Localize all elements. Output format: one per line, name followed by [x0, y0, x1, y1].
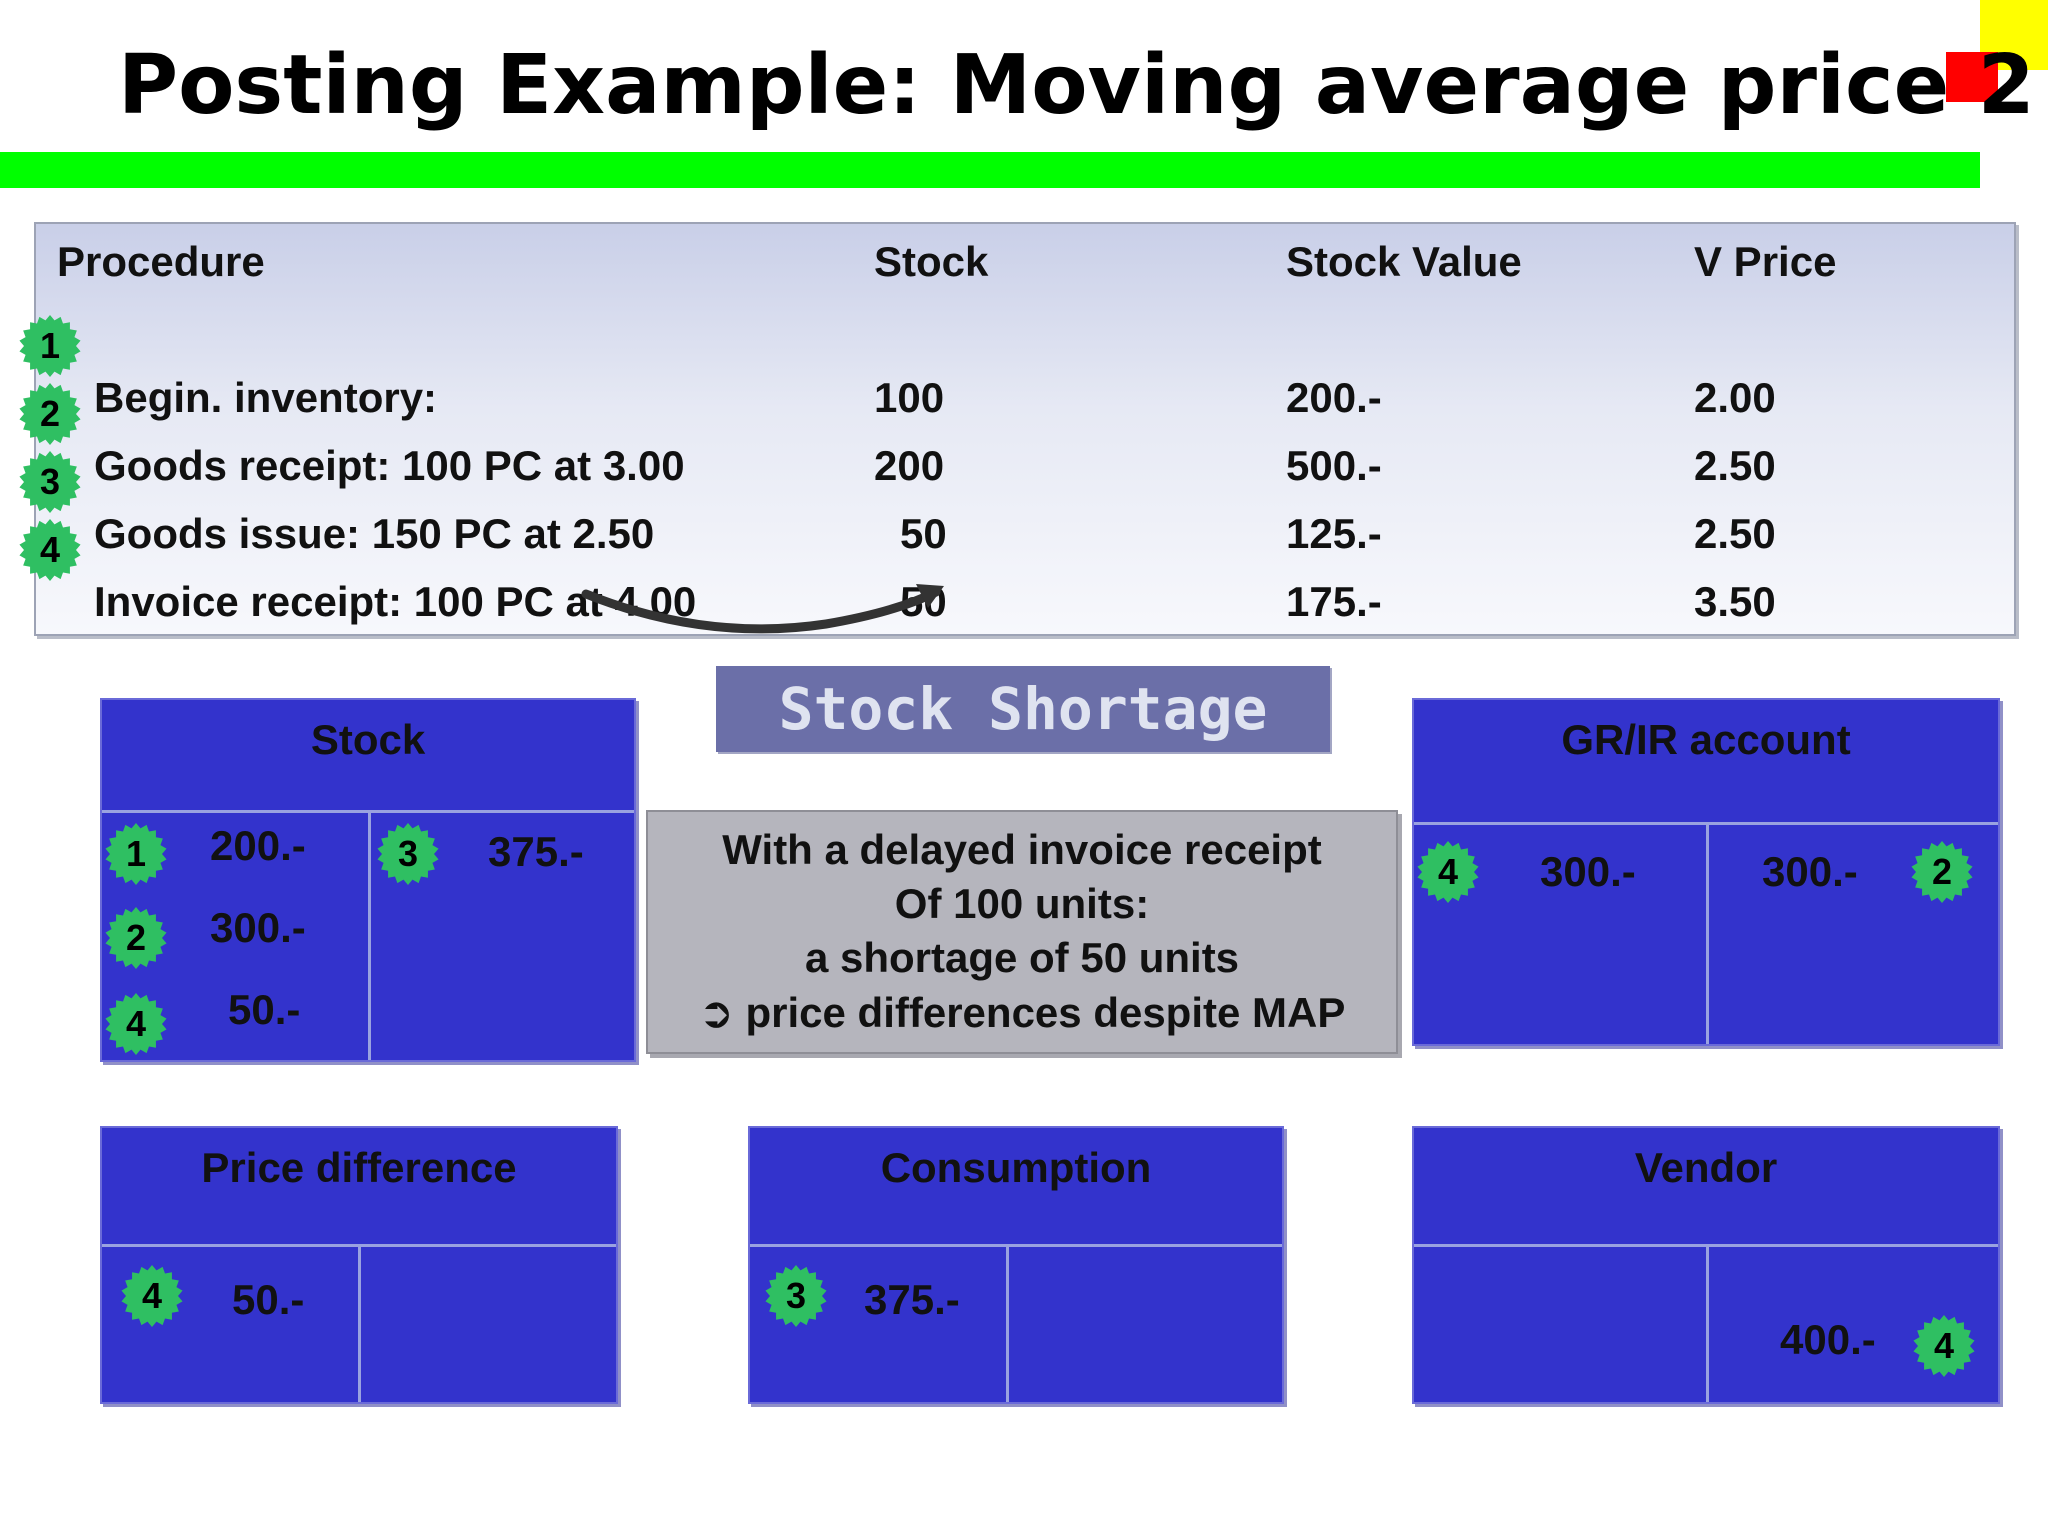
account-divider: [368, 810, 371, 1060]
step-badge: 4: [1912, 1314, 1976, 1378]
step-badge: 3: [764, 1264, 828, 1328]
credit-amount: 400.-: [1780, 1316, 1876, 1363]
account-title: Consumption: [880, 1144, 1152, 1191]
starburst-icon: [1913, 1315, 1975, 1377]
step-badge-4: 4: [18, 518, 82, 582]
account-vendor: Vendor 400.- 4: [1412, 1126, 2000, 1404]
debit-amount: 200.-: [210, 822, 306, 869]
account-consumption: Consumption 3 375.-: [748, 1126, 1284, 1404]
starburst-icon: [121, 1265, 183, 1327]
account-price-difference: Price difference 4 50.-: [100, 1126, 618, 1404]
row-procedure: Goods issue: 150 PC at 2.50: [94, 510, 655, 557]
account-stock: Stock 1 200.- 2 300.- 4 50.- 3 375.-: [100, 698, 636, 1062]
account-divider: [1006, 1244, 1009, 1402]
stock-shortage-label: Stock Shortage: [716, 666, 1330, 752]
row-v-price: 3.50: [1694, 578, 1776, 625]
debit-amount: 300.-: [1540, 848, 1636, 895]
starburst-icon: [19, 451, 81, 513]
starburst-icon: [105, 907, 167, 969]
account-title: GR/IR account: [1561, 716, 1851, 763]
step-badge: 4: [120, 1264, 184, 1328]
green-divider-bar: [0, 152, 1980, 188]
row-stock-value: 175.-: [1286, 578, 1382, 625]
row-stock-value: 200.-: [1286, 374, 1382, 421]
header-v-price: V Price: [1694, 238, 1837, 285]
slide-title: Posting Example: Moving average price 2: [118, 38, 2035, 133]
step-badge-2: 2: [18, 382, 82, 446]
account-title: Stock: [310, 716, 426, 763]
account-divider: [1706, 822, 1709, 1044]
header-stock-value: Stock Value: [1286, 238, 1522, 285]
debit-amount: 300.-: [210, 904, 306, 951]
row-stock: 100: [874, 374, 945, 421]
procedure-table: Procedure Stock Stock Value V Price Begi…: [34, 222, 2016, 636]
debit-amount: 375.-: [864, 1276, 960, 1323]
credit-amount: 300.-: [1762, 848, 1858, 895]
step-badge: 1: [104, 822, 168, 886]
account-title: Price difference: [201, 1144, 517, 1191]
starburst-icon: [1417, 841, 1479, 903]
curved-arrow-icon: [581, 584, 944, 634]
debit-amount: 50.-: [232, 1276, 305, 1323]
account-divider: [1706, 1244, 1709, 1402]
starburst-icon: [105, 993, 167, 1055]
debit-amount: 50.-: [228, 986, 301, 1033]
row-procedure: Begin. inventory:: [94, 374, 438, 421]
row-stock: 50: [900, 510, 947, 557]
step-badge-1: 1: [18, 314, 82, 378]
row-stock-value: 500.-: [1286, 442, 1382, 489]
starburst-icon: [19, 383, 81, 445]
row-v-price: 2.50: [1694, 510, 1776, 557]
step-badge: 4: [1416, 840, 1480, 904]
step-badge-3: 3: [18, 450, 82, 514]
header-procedure: Procedure: [57, 238, 265, 285]
info-line: With a delayed invoice receipt: [722, 826, 1322, 873]
step-badge: 2: [1910, 840, 1974, 904]
starburst-icon: [1911, 841, 1973, 903]
row-v-price: 2.50: [1694, 442, 1776, 489]
info-line: a shortage of 50 units: [804, 934, 1240, 981]
starburst-icon: [765, 1265, 827, 1327]
account-title: Vendor: [1634, 1144, 1778, 1191]
header-stock: Stock: [874, 238, 989, 285]
step-badge: 2: [104, 906, 168, 970]
info-line: Of 100 units:: [894, 880, 1150, 927]
red-corner-square: [1946, 52, 1998, 102]
account-divider: [750, 1244, 1282, 1247]
step-badge: 4: [104, 992, 168, 1056]
step-badge: 3: [376, 822, 440, 886]
account-grir: GR/IR account 4 300.- 300.- 2: [1412, 698, 2000, 1046]
starburst-icon: [19, 315, 81, 377]
account-divider: [358, 1244, 361, 1402]
row-v-price: 2.00: [1694, 374, 1776, 421]
row-stock-value: 125.-: [1286, 510, 1382, 557]
info-line: ➲ price differences despite MAP: [698, 989, 1346, 1036]
starburst-icon: [19, 519, 81, 581]
row-procedure: Goods receipt: 100 PC at 3.00: [94, 442, 685, 489]
starburst-icon: [377, 823, 439, 885]
info-box: With a delayed invoice receipt Of 100 un…: [646, 810, 1398, 1054]
starburst-icon: [105, 823, 167, 885]
row-stock: 200: [874, 442, 945, 489]
credit-amount: 375.-: [488, 828, 584, 875]
